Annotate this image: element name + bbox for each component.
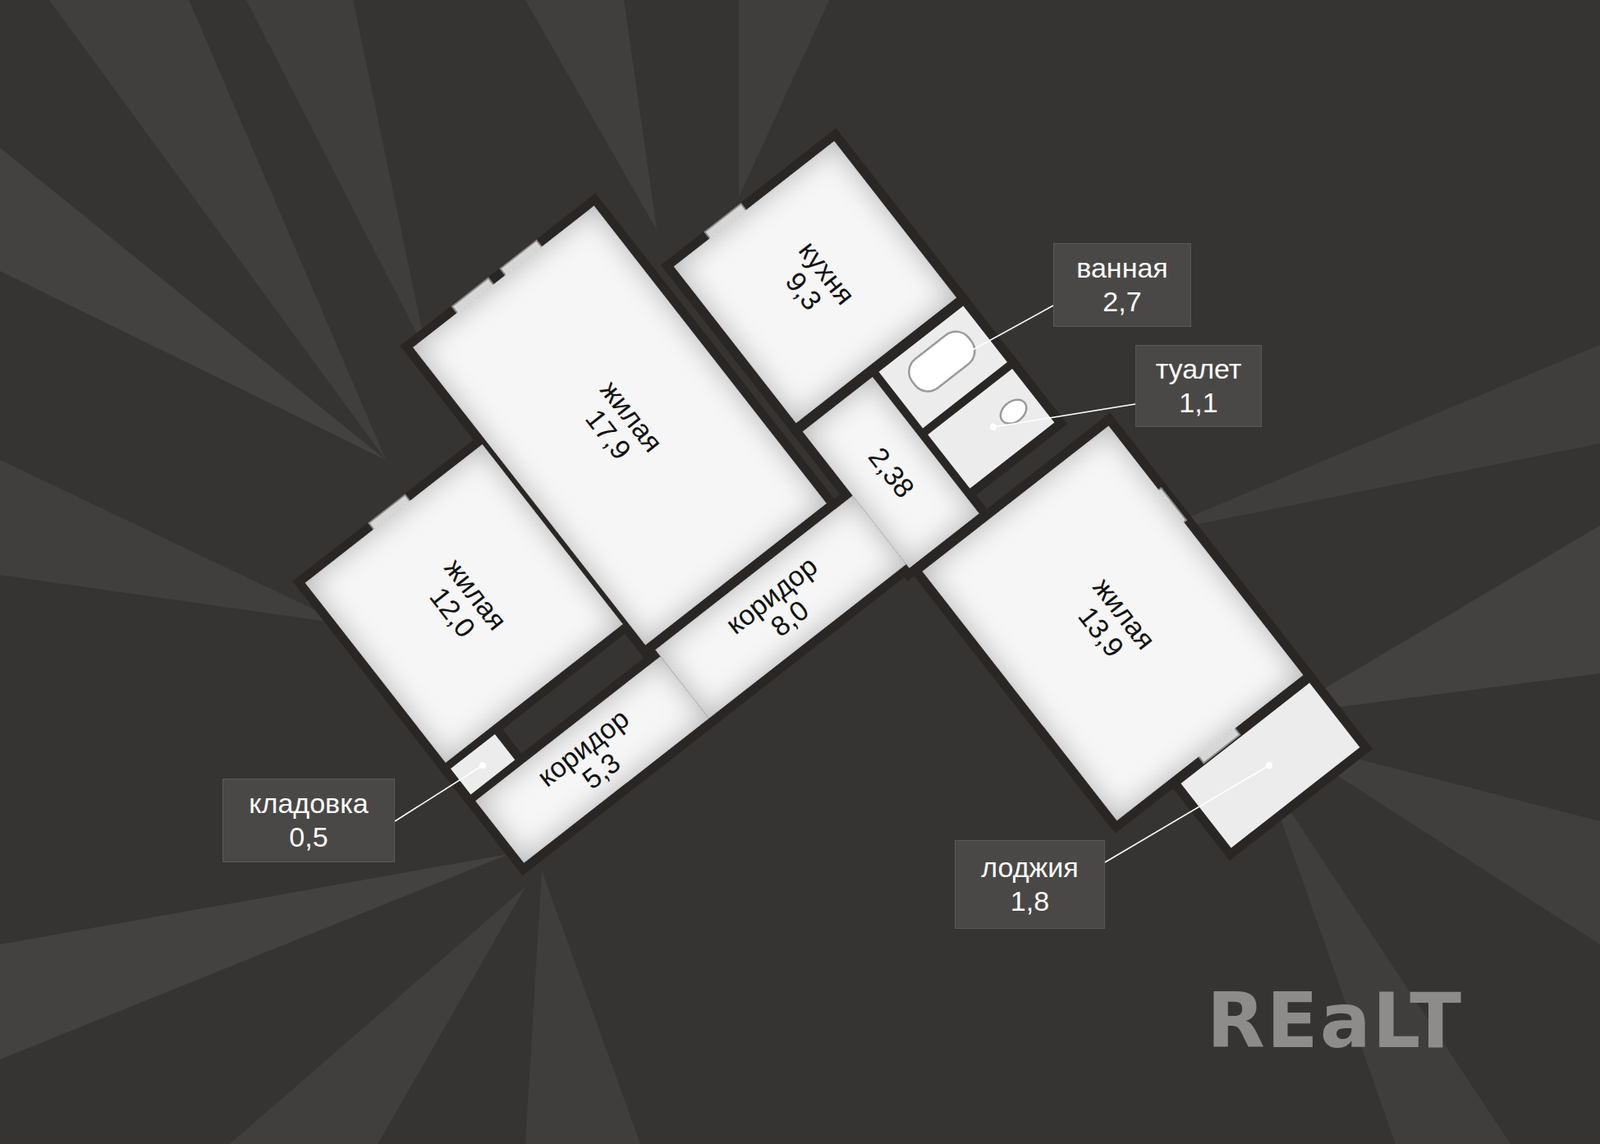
light-ray <box>229 886 526 1144</box>
light-ray <box>1149 344 1600 534</box>
bathtub <box>902 325 982 399</box>
leader-group <box>394 305 1270 862</box>
room-label: жилая12,0 <box>416 553 513 654</box>
light-ray <box>525 870 641 1144</box>
callout-text: 2,7 <box>1102 284 1142 319</box>
callout-box: лоджия1,8 <box>954 839 1105 929</box>
plan-scale <box>219 26 1373 1144</box>
callout-text: 1,8 <box>1010 884 1050 918</box>
callout-text: 1,1 <box>1178 385 1218 420</box>
room-label: кухня9,3 <box>770 236 860 329</box>
callout-text: 0,5 <box>288 820 328 854</box>
callout-text: лоджия <box>981 850 1078 885</box>
leader-line <box>945 305 1054 365</box>
leader-dot <box>479 761 486 769</box>
leader-dot <box>990 423 997 431</box>
room-label: коридор5,3 <box>532 703 653 816</box>
light-ray <box>1280 525 1600 715</box>
room-label: жилая13,9 <box>1064 573 1161 674</box>
callout-box: кладовка0,5 <box>222 778 395 862</box>
callout-text: ванная <box>1076 251 1168 285</box>
callout-box: ванная2,7 <box>1053 242 1192 327</box>
light-ray <box>0 459 345 624</box>
light-ray <box>525 0 657 230</box>
windows <box>295 31 1312 1078</box>
watermark: REaLT <box>1206 976 1463 1065</box>
callout-box: туалет1,1 <box>1135 344 1262 427</box>
callout-text: кладовка <box>248 786 368 821</box>
walls <box>219 26 1373 1144</box>
leader-line <box>394 765 483 821</box>
room-text: 2,38 <box>862 441 920 503</box>
callout-text: туалет <box>1155 352 1243 386</box>
light-ray <box>246 0 427 354</box>
leader-line <box>1104 765 1270 862</box>
room-label: жилая17,9 <box>571 375 668 476</box>
leader-dot <box>1265 761 1273 769</box>
toilet-floor <box>927 368 1055 489</box>
leader-line <box>993 403 1136 427</box>
light-ray <box>1264 771 1511 1144</box>
leader-dot <box>942 361 949 368</box>
room-label: 2,38 <box>862 441 920 503</box>
